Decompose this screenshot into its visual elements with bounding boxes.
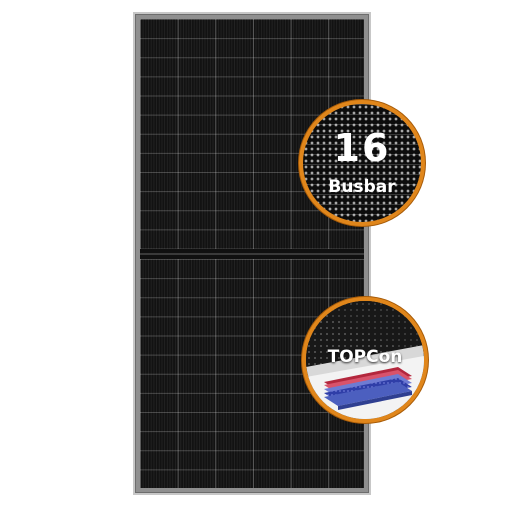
topcon-label: TOPCon [327, 347, 403, 367]
solar-panel-divider [140, 249, 364, 259]
busbar-label: Busbar [328, 177, 396, 197]
solar-panel-bottom-half [140, 259, 364, 488]
busbar-count: 16 [333, 126, 391, 170]
busbar-callout: 16 Busbar [299, 100, 425, 226]
solar-panel [133, 12, 371, 495]
topcon-callout: TOPCon [302, 297, 428, 423]
topcon-cell-layers-illustration [306, 301, 424, 419]
